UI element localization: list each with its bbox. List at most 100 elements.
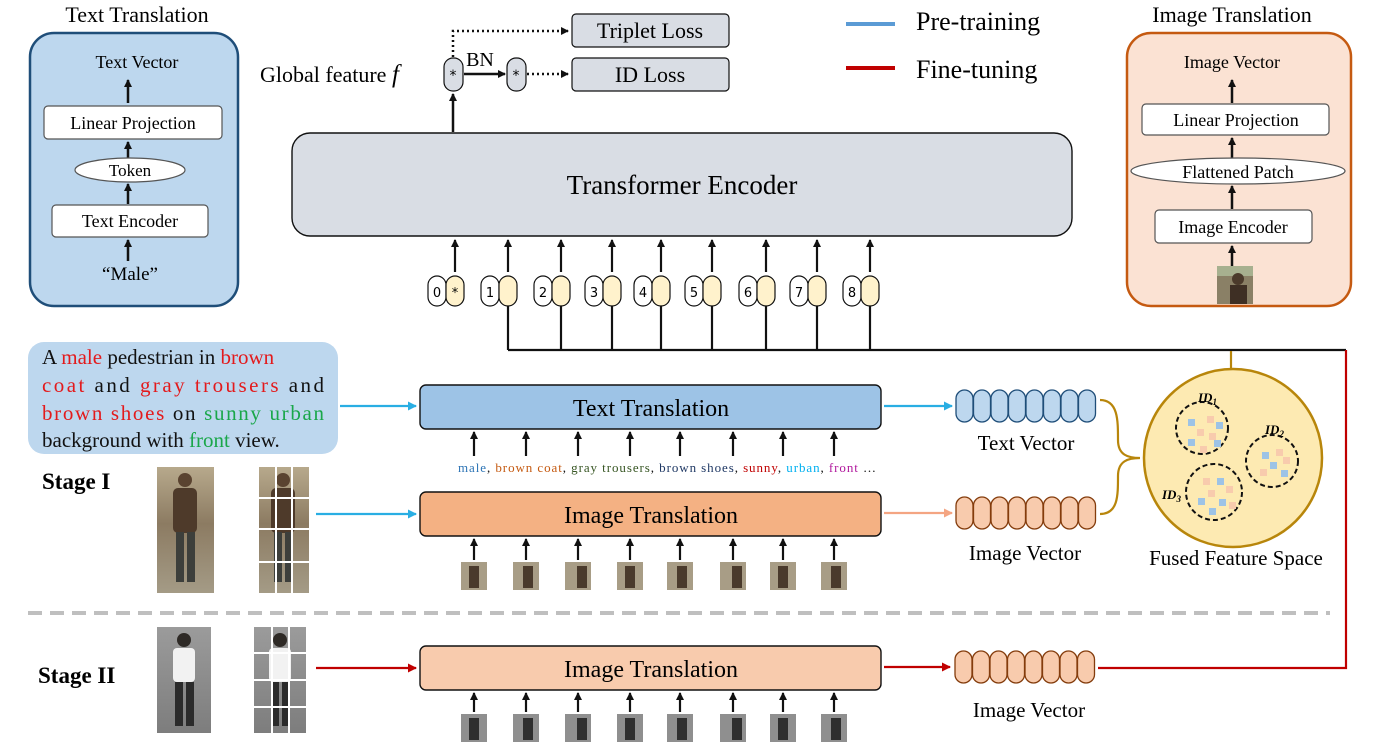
- vector-cell-5: [1025, 389, 1044, 423]
- attribute-token: ,: [487, 460, 494, 475]
- image-panel-encoder-label: Image Encoder: [1178, 217, 1287, 237]
- stage1-image-translation-box: [419, 491, 882, 537]
- attribute-token: ,: [735, 460, 742, 475]
- image-patch-3: [565, 562, 591, 590]
- image-vector-stage2: [954, 650, 1096, 684]
- vector-cell-8: [1077, 389, 1097, 423]
- cls-star: *: [452, 286, 459, 301]
- token-index-7: 7: [795, 286, 803, 301]
- vector-cell-6: [1042, 389, 1062, 423]
- text-panel-token: [74, 157, 186, 183]
- vector-cell-7: [1060, 496, 1079, 530]
- attribute-token: front: [829, 460, 858, 475]
- text-translation-panel-title: Text Translation: [65, 2, 208, 27]
- image-patch-5: [667, 562, 693, 590]
- description-word: and: [87, 373, 138, 397]
- description-word: male: [61, 345, 102, 369]
- stage1-patched-image: [259, 467, 309, 593]
- feature-point: [1207, 416, 1214, 423]
- id3-label: ID3: [1161, 487, 1181, 504]
- legend-pretraining-label: Pre-training: [916, 7, 1040, 36]
- description-word: coat: [42, 373, 85, 397]
- id-loss-box: [571, 57, 730, 92]
- description-word: pedestrian in: [102, 345, 220, 369]
- stage1-person-image: [157, 467, 214, 593]
- image-patch-2: [513, 562, 539, 590]
- text-panel-token-label: Token: [109, 161, 152, 180]
- attribute-token: brown shoes: [659, 460, 734, 475]
- stage1-label: Stage I: [42, 469, 110, 494]
- attribute-token: ,: [778, 460, 785, 475]
- triplet-loss-box: [571, 13, 730, 48]
- image-panel-flattened-patch-label: Flattened Patch: [1182, 162, 1293, 182]
- bn-node: [506, 57, 527, 92]
- attribute-token: brown coat: [495, 460, 562, 475]
- vector-cell-1: [954, 650, 973, 684]
- id2-label: ID2: [1264, 422, 1284, 439]
- stage2-patched-image: [254, 627, 306, 733]
- fused-feature-space-label: Fused Feature Space: [1149, 546, 1323, 570]
- feature-point: [1281, 470, 1288, 477]
- feature-point: [1197, 429, 1204, 436]
- vector-cell-6: [1041, 650, 1061, 684]
- feature-point: [1203, 478, 1210, 485]
- text-panel-linear-projection: [43, 105, 223, 140]
- attribute-token: male: [458, 460, 486, 475]
- description-word: background with: [42, 428, 189, 452]
- attribute-token: …: [859, 460, 876, 475]
- stage1-image-translation-label: Image Translation: [564, 503, 738, 529]
- token-index-8: 8: [848, 286, 856, 301]
- feature-point: [1276, 449, 1283, 456]
- feature-point: [1283, 457, 1290, 464]
- description-line-2: coat and gray trousers and: [42, 373, 325, 397]
- stage2-label: Stage II: [38, 663, 115, 688]
- description-word: brown shoes: [42, 401, 164, 425]
- image-patch-1: [461, 562, 487, 590]
- stage2-patches: [461, 692, 847, 742]
- description-word: sunny urban: [204, 401, 324, 425]
- vector-cell-1: [955, 389, 974, 423]
- token-index-5: 5: [690, 286, 698, 301]
- fused-feature-space: ID1 ID2 ID3: [1142, 367, 1324, 549]
- token-3: 3: [584, 239, 622, 350]
- description-word: on: [166, 401, 202, 425]
- vector-cell-8: [1077, 496, 1097, 530]
- vector-cell-7: [1060, 389, 1079, 423]
- attribute-arrows: [470, 431, 838, 456]
- attribute-list: male, brown coat, gray trousers, brown s…: [458, 460, 876, 475]
- description-line-3: brown shoes on sunny urban: [42, 401, 325, 425]
- image-translation-panel-title: Image Translation: [1152, 2, 1312, 27]
- token-5: 5: [684, 239, 722, 350]
- feature-point: [1219, 499, 1226, 506]
- feature-point: [1229, 502, 1236, 509]
- token-0: 0*: [427, 239, 465, 307]
- image-patch-6: [720, 714, 746, 742]
- image-patch-3: [565, 714, 591, 742]
- vector-cell-5: [1024, 650, 1043, 684]
- attribute-token: ,: [563, 460, 570, 475]
- image-vector-stage1-label: Image Vector: [969, 541, 1081, 565]
- stage1-text-translation-label: Text Translation: [573, 396, 729, 422]
- token-index-2: 2: [539, 286, 547, 301]
- description-word: brown: [220, 345, 274, 369]
- feature-point: [1209, 508, 1216, 515]
- vector-cell-4: [1007, 496, 1027, 530]
- global-feature-node: [443, 57, 464, 92]
- description-word: gray trousers: [140, 373, 279, 397]
- token-7: 7: [789, 239, 827, 350]
- image-patch-2: [513, 714, 539, 742]
- token-8: 8: [842, 239, 880, 350]
- stage1-text-translation-box: [419, 384, 882, 430]
- text-panel-output-label: Text Vector: [96, 52, 179, 72]
- image-patch-7: [770, 562, 796, 590]
- image-panel-output-label: Image Vector: [1184, 52, 1280, 72]
- description-word: front: [189, 428, 230, 452]
- vector-cell-3: [989, 650, 1008, 684]
- text-vector: [955, 389, 1097, 423]
- id3-cluster: ID3: [1161, 463, 1243, 521]
- fusion-brace: [1099, 398, 1141, 516]
- attribute-token: urban: [786, 460, 820, 475]
- cluster-points: [1188, 416, 1290, 515]
- feature-point: [1216, 422, 1223, 429]
